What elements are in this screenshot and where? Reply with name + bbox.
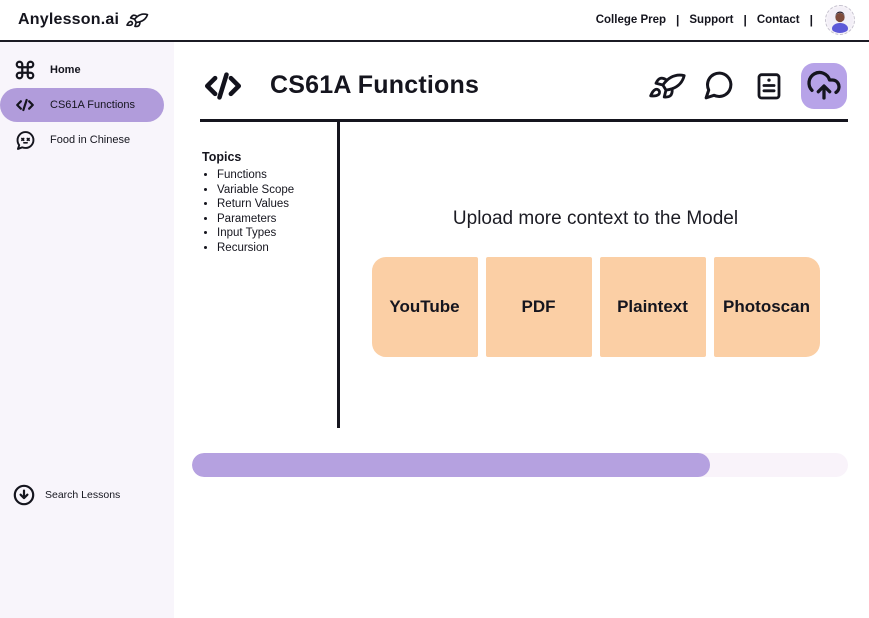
topics-heading: Topics xyxy=(202,150,242,164)
chat-button[interactable] xyxy=(699,67,737,105)
upload-panel: Upload more context to the Model YouTube… xyxy=(340,122,869,428)
sidebar-item-food-in-chinese[interactable]: Food in Chinese xyxy=(0,123,164,157)
top-nav: College Prep | Support | Contact | xyxy=(596,5,855,35)
code-icon xyxy=(200,65,246,107)
chat-icon xyxy=(702,69,735,102)
topics-panel: Topics Functions Variable Scope Return V… xyxy=(174,122,340,428)
search-lessons-label: Search Lessons xyxy=(45,489,121,501)
upload-pdf-button[interactable]: PDF xyxy=(485,257,592,357)
command-icon xyxy=(13,59,37,81)
upload-plaintext-button[interactable]: Plaintext xyxy=(599,257,706,357)
upload-button-group: YouTube PDF Plaintext Photoscan xyxy=(371,257,820,357)
code-icon xyxy=(13,94,37,116)
sidebar-item-home[interactable]: Home xyxy=(0,53,164,87)
sidebar-item-label: CS61A Functions xyxy=(50,99,135,111)
nav-link-support[interactable]: Support xyxy=(689,14,734,26)
topic-item: Parameters xyxy=(217,212,337,227)
lesson-actions xyxy=(648,62,847,109)
rocket-button[interactable] xyxy=(648,67,686,105)
sidebar-item-cs61a-functions[interactable]: CS61A Functions xyxy=(0,88,164,122)
topic-item: Recursion xyxy=(217,241,337,256)
user-avatar[interactable] xyxy=(825,5,855,35)
topics-list: Functions Variable Scope Return Values P… xyxy=(202,168,337,256)
sidebar-item-label: Home xyxy=(50,64,81,76)
rocket-icon xyxy=(649,69,686,103)
cloud-upload-icon xyxy=(806,68,842,104)
nav-separator: | xyxy=(743,13,747,27)
brand-name: Anylesson.ai xyxy=(18,11,120,28)
chat-face-icon xyxy=(13,129,37,152)
topic-item: Input Types xyxy=(217,226,337,241)
notes-icon xyxy=(753,70,785,102)
upload-photoscan-button[interactable]: Photoscan xyxy=(713,257,820,357)
circle-down-arrow-icon xyxy=(12,483,36,507)
nav-separator: | xyxy=(809,13,813,27)
lesson-header: CS61A Functions xyxy=(174,42,869,119)
rocket-icon xyxy=(126,10,149,30)
topic-item: Return Values xyxy=(217,197,337,212)
page-title: CS61A Functions xyxy=(270,71,480,99)
cloud-upload-button[interactable] xyxy=(801,62,847,109)
search-lessons-button[interactable]: Search Lessons xyxy=(0,482,120,508)
nav-separator: | xyxy=(676,13,680,27)
brand-logo[interactable]: Anylesson.ai xyxy=(18,10,149,30)
nav-link-contact[interactable]: Contact xyxy=(756,14,800,26)
main-panel: CS61A Functions xyxy=(174,42,869,618)
body: Home CS61A Functions xyxy=(0,42,869,618)
lesson-progress-bar xyxy=(192,453,848,477)
topic-item: Variable Scope xyxy=(217,183,337,198)
header-divider xyxy=(200,119,848,122)
top-bar: Anylesson.ai College Prep | Support | Co… xyxy=(0,0,869,42)
topic-item: Functions xyxy=(217,168,337,183)
sidebar: Home CS61A Functions xyxy=(0,42,174,618)
upload-heading: Upload more context to the Model xyxy=(452,208,739,229)
notes-button[interactable] xyxy=(750,67,788,105)
lesson-progress-fill xyxy=(192,453,711,477)
sidebar-item-label: Food in Chinese xyxy=(50,134,131,146)
upload-youtube-button[interactable]: YouTube xyxy=(371,257,478,357)
nav-link-college-prep[interactable]: College Prep xyxy=(595,14,667,26)
lesson-content: Topics Functions Variable Scope Return V… xyxy=(174,122,869,428)
